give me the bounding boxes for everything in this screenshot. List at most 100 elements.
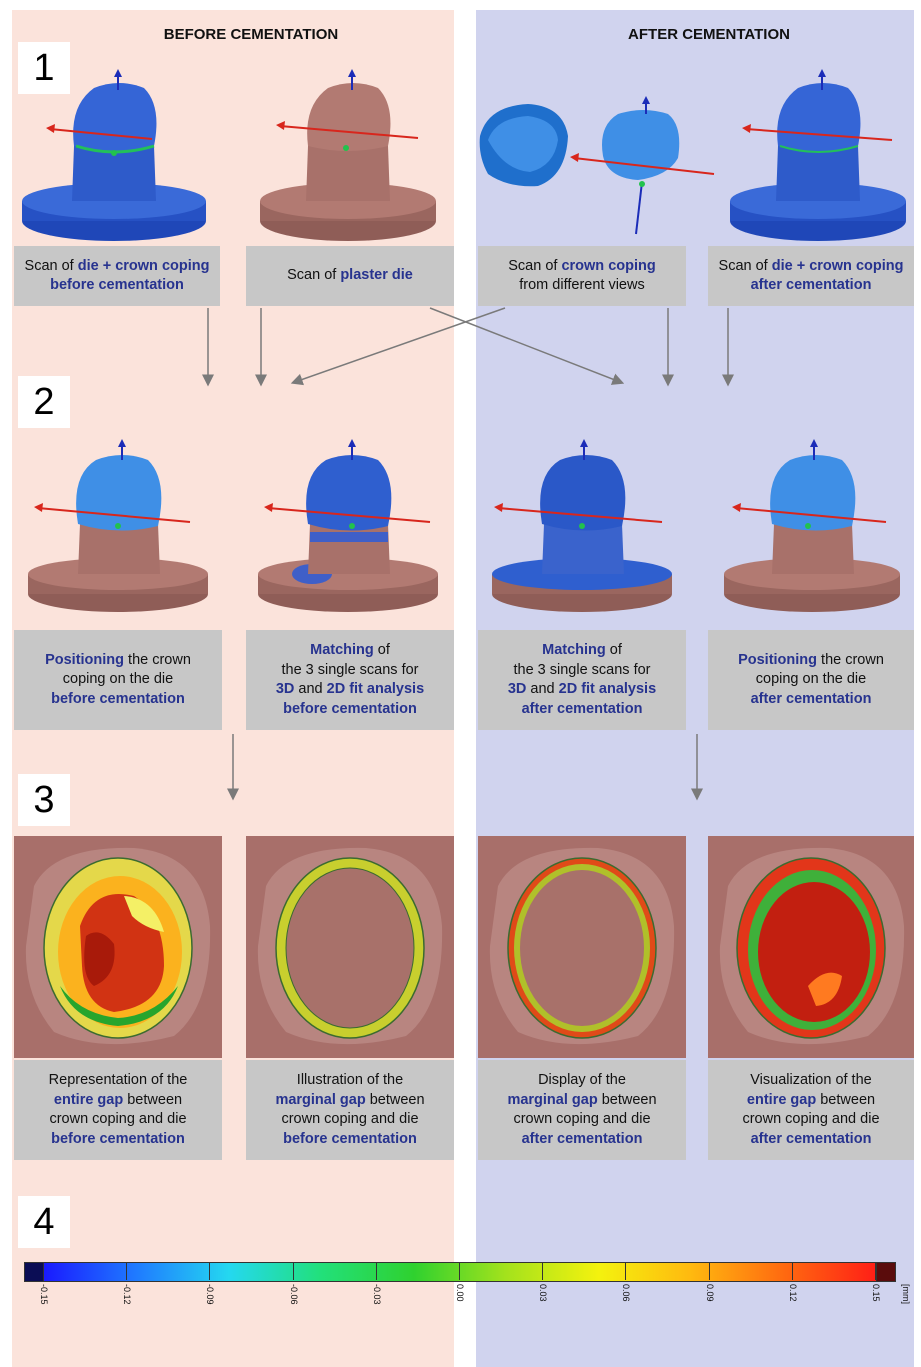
caption-line: coping on the die [63, 670, 173, 690]
caption-line: Scan of die + crown coping [719, 257, 904, 277]
caption-scan-plaster-die: Scan of plaster die [246, 246, 454, 306]
caption-emphasis: die + crown coping [772, 258, 904, 274]
caption-emphasis: before cementation [283, 1131, 417, 1147]
caption-line: before cementation [51, 690, 185, 710]
caption-text: and [526, 681, 558, 697]
caption-positioning-before: Positioning the crowncoping on the die be… [14, 630, 222, 730]
caption-emphasis: marginal gap [275, 1092, 365, 1108]
caption-text: crown coping and die [742, 1111, 879, 1127]
caption-emphasis: Matching [310, 642, 374, 658]
caption-scan-die-crown-after: Scan of die + crown copingafter cementat… [708, 246, 914, 306]
caption-matching-before: Matching ofthe 3 single scans for3D and … [246, 630, 454, 730]
caption-text: Visualization of the [750, 1072, 871, 1088]
caption-line: entire gap between [54, 1091, 182, 1111]
scale-tick-label: -0.03 [372, 1284, 382, 1305]
caption-line: marginal gap between [507, 1091, 656, 1111]
scan-die-crown-before-image [14, 66, 220, 244]
scale-tick-label: 0.03 [538, 1284, 548, 1302]
caption-text: from different views [519, 277, 644, 293]
caption-text: crown coping and die [49, 1111, 186, 1127]
caption-text: the 3 single scans for [281, 662, 418, 678]
caption-line: after cementation [751, 1130, 872, 1150]
caption-text: between [123, 1092, 182, 1108]
caption-entire-gap-before: Representation of theentire gap betweenc… [14, 1060, 222, 1160]
caption-line: Display of the [538, 1071, 626, 1091]
caption-line: the 3 single scans for [513, 661, 650, 681]
caption-line: before cementation [283, 700, 417, 720]
scale-tick-mark [459, 1262, 460, 1280]
scale-tick-label: -0.12 [122, 1284, 132, 1305]
caption-line: 3D and 2D fit analysis [508, 680, 656, 700]
caption-scan-die-crown-before: Scan of die + crown copingbefore cementa… [14, 246, 220, 306]
caption-line: before cementation [50, 276, 184, 296]
marginal-gap-before-map [246, 836, 454, 1058]
scale-tick-label: 0.00 [455, 1284, 465, 1302]
caption-emphasis: after cementation [751, 277, 872, 293]
caption-text: of [606, 642, 622, 658]
caption-line: before cementation [283, 1130, 417, 1150]
scale-tick-label: -0.09 [205, 1284, 215, 1305]
caption-emphasis: die + crown coping [78, 258, 210, 274]
caption-line: after cementation [751, 690, 872, 710]
caption-line: Representation of the [49, 1071, 188, 1091]
caption-line: crown coping and die [742, 1110, 879, 1130]
caption-emphasis: Positioning [738, 652, 817, 668]
scale-tick-label: 0.09 [705, 1284, 715, 1302]
caption-text: crown coping and die [513, 1111, 650, 1127]
caption-emphasis: after cementation [751, 1131, 872, 1147]
caption-text: coping on the die [756, 671, 866, 687]
scale-tick-mark [126, 1262, 127, 1280]
caption-emphasis: crown coping [561, 258, 655, 274]
caption-emphasis: 2D fit analysis [327, 681, 425, 697]
scale-tick-mark [875, 1262, 876, 1280]
caption-text: between [366, 1092, 425, 1108]
caption-text: Scan of [287, 267, 340, 283]
scan-crown-coping-image [478, 96, 718, 238]
scale-tick-mark [209, 1262, 210, 1280]
caption-line: Positioning the crown [45, 651, 191, 671]
positioning-before-image [22, 436, 218, 616]
caption-text: Scan of [508, 258, 561, 274]
caption-text: the 3 single scans for [513, 662, 650, 678]
caption-emphasis: entire gap [54, 1092, 123, 1108]
scale-tick-label: -0.15 [39, 1284, 49, 1305]
color-scale-legend: -0.15-0.12-0.09-0.06-0.030.000.030.060.0… [24, 1262, 904, 1322]
caption-line: Scan of crown coping [508, 257, 655, 277]
caption-line: entire gap between [747, 1091, 875, 1111]
step-number-4: 4 [18, 1196, 70, 1248]
caption-line: Visualization of the [750, 1071, 871, 1091]
scale-tick-mark [542, 1262, 543, 1280]
marginal-gap-after-map [478, 836, 686, 1058]
caption-line: Illustration of the [297, 1071, 403, 1091]
caption-text: coping on the die [63, 671, 173, 687]
caption-line: after cementation [522, 700, 643, 720]
caption-line: crown coping and die [281, 1110, 418, 1130]
caption-line: 3D and 2D fit analysis [276, 680, 424, 700]
caption-line: the 3 single scans for [281, 661, 418, 681]
scale-tick-mark [625, 1262, 626, 1280]
scale-high-swatch [876, 1262, 896, 1282]
scale-tick-label: 0.15 [871, 1284, 881, 1302]
entire-gap-after-map [708, 836, 914, 1058]
scale-tick-label: 0.12 [788, 1284, 798, 1302]
caption-line: Scan of die + crown coping [25, 257, 210, 277]
caption-marginal-gap-before: Illustration of themarginal gap between c… [246, 1060, 454, 1160]
caption-text: between [816, 1092, 875, 1108]
caption-emphasis: before cementation [51, 691, 185, 707]
caption-line: Matching of [310, 641, 390, 661]
caption-text: Scan of [25, 258, 78, 274]
caption-line: crown coping and die [513, 1110, 650, 1130]
caption-text: the crown [817, 652, 884, 668]
caption-line: Matching of [542, 641, 622, 661]
caption-emphasis: before cementation [50, 277, 184, 293]
caption-line: after cementation [751, 276, 872, 296]
caption-line: from different views [519, 276, 644, 296]
caption-emphasis: Matching [542, 642, 606, 658]
scale-tick-mark [376, 1262, 377, 1280]
flow-arrows-row1-row2 [0, 300, 921, 395]
caption-line: before cementation [51, 1130, 185, 1150]
caption-text: of [374, 642, 390, 658]
caption-line: Scan of plaster die [287, 266, 413, 286]
positioning-after-image [718, 436, 914, 616]
scale-tick-mark [792, 1262, 793, 1280]
